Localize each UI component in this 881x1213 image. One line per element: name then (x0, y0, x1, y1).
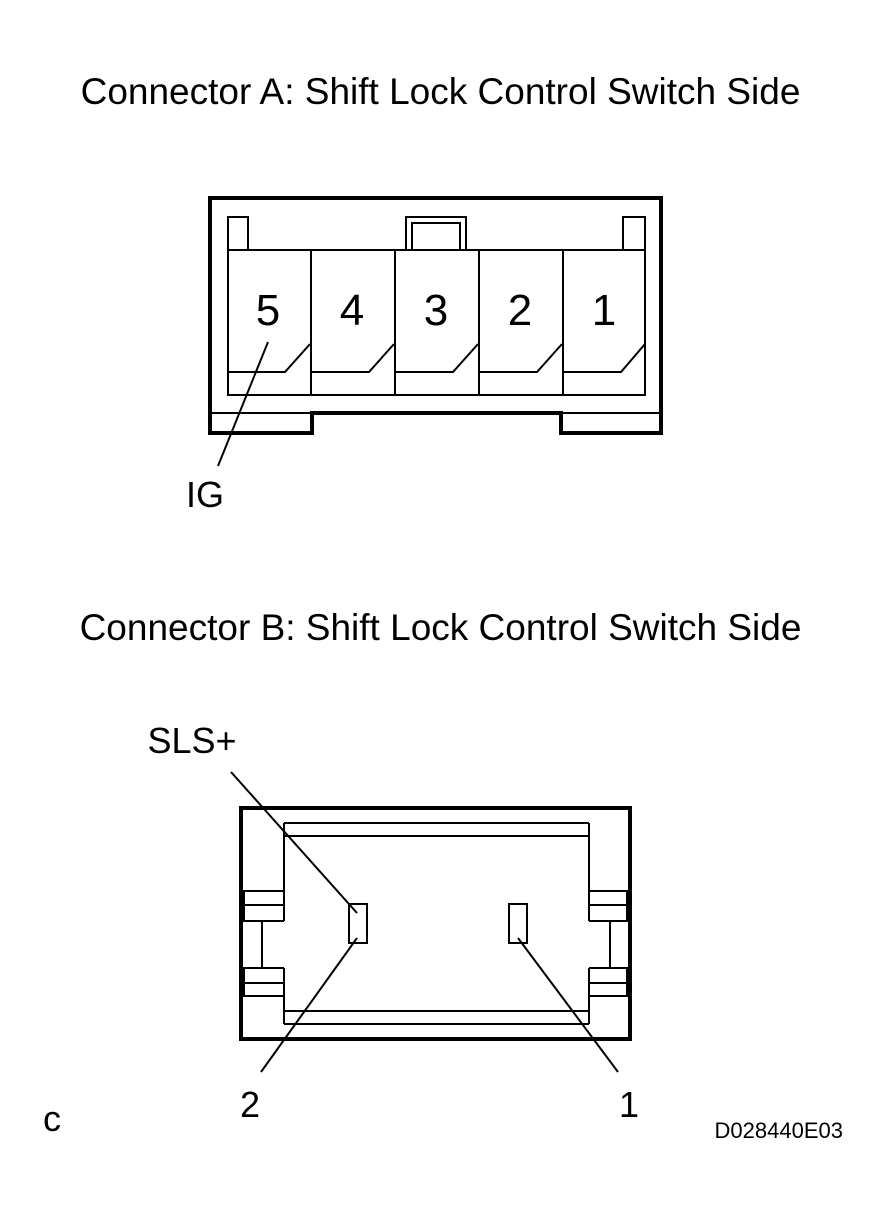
connector-b-terminal-2 (348, 903, 368, 944)
connector-b-pin-2-label: 2 (240, 1084, 260, 1125)
connector-a-title: Connector A: Shift Lock Control Switch S… (80, 71, 801, 112)
connector-a-terminal-lance (311, 343, 395, 373)
connector-b-housing (239, 806, 632, 1041)
sls-leader-line (230, 771, 358, 914)
connector-b-terminal-1 (508, 903, 528, 944)
connector-a-pin-5: 5 (256, 286, 280, 335)
connector-b-pin-1-label: 1 (619, 1084, 639, 1125)
connector-a-terminal-lance (228, 343, 311, 373)
figure-id: D028440E03 (715, 1118, 843, 1143)
connector-a-left-tab (227, 216, 249, 251)
connector-a-terminal-lance (479, 343, 563, 373)
connector-a-latch (405, 216, 467, 251)
connector-a-terminal-lance (395, 343, 479, 373)
connector-b-cavity (243, 836, 628, 1011)
corner-mark: c (43, 1098, 61, 1139)
connector-b (230, 771, 632, 1073)
ig-leader-line (217, 341, 269, 467)
connector-a-terminal-lance (563, 343, 646, 373)
connector-a-pin-2: 2 (508, 286, 532, 335)
ig-label: IG (186, 474, 224, 515)
connector-a-pin-1: 1 (592, 286, 616, 335)
connector-b-title: Connector B: Shift Lock Control Switch S… (79, 607, 802, 648)
connector-a-pin-3: 3 (424, 286, 448, 335)
connector-a-pin-4: 4 (340, 286, 364, 335)
connector-a (208, 196, 663, 467)
connector-a-cavity-block (227, 249, 646, 396)
sls-plus-label: SLS+ (147, 720, 236, 761)
pin-1-leader-line (517, 937, 619, 1073)
connector-a-right-tab (622, 216, 646, 251)
connector-a-latch-inner (411, 222, 461, 251)
pin-2-leader-line (260, 937, 358, 1073)
